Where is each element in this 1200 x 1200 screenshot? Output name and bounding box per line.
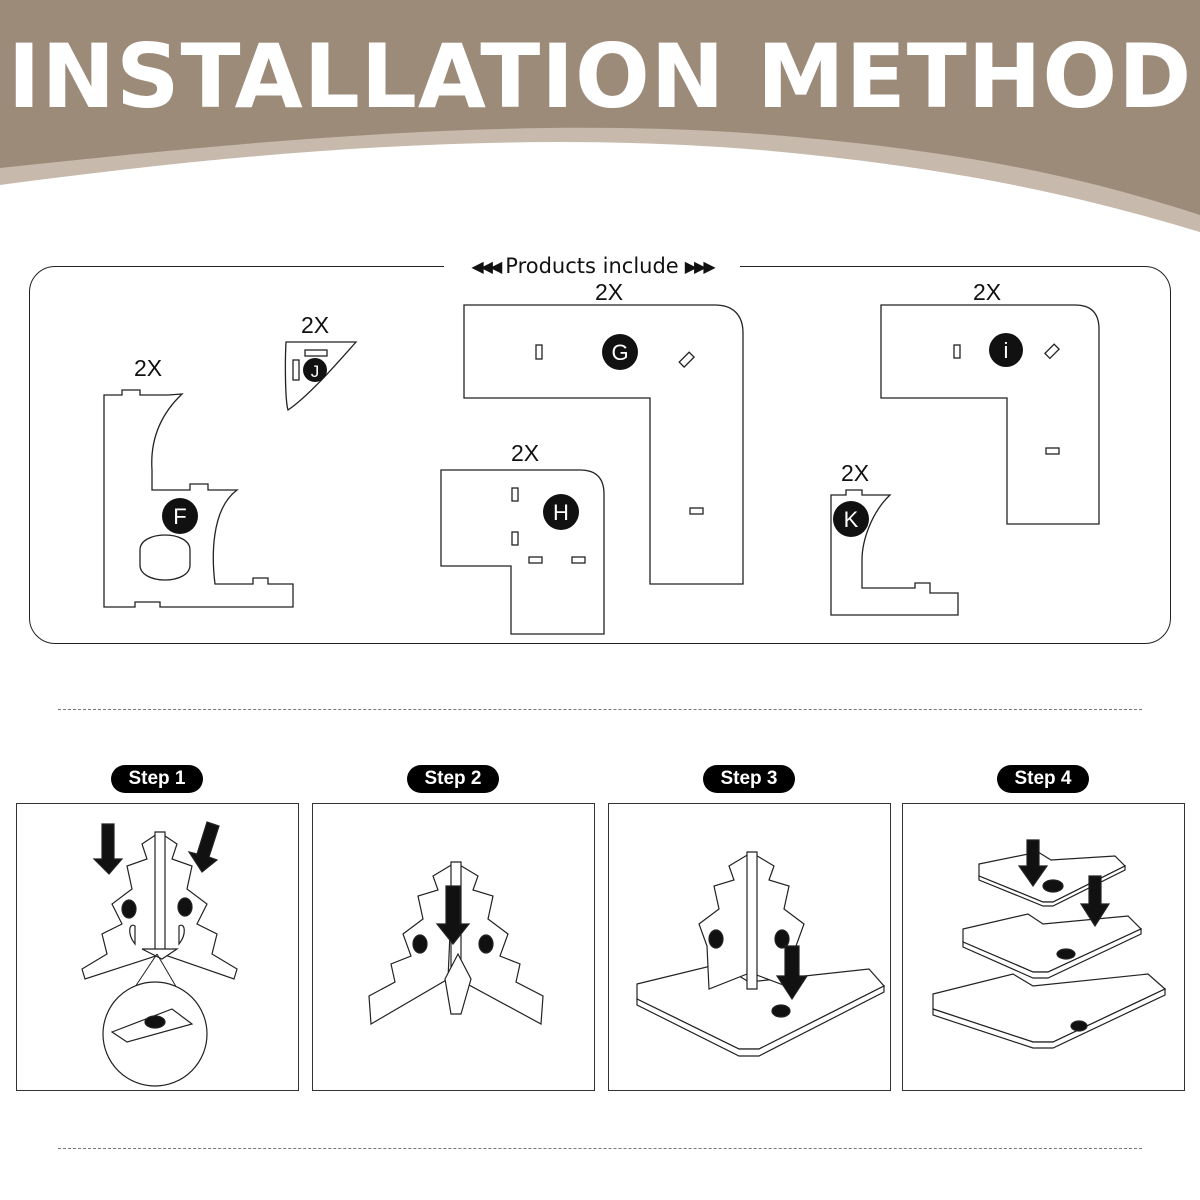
part-j-qty: 2X (301, 312, 330, 338)
part-f-letter: F (173, 504, 186, 529)
step-3-badge: Step 3 (703, 765, 795, 793)
step-3-illustration (608, 803, 891, 1091)
part-k-qty: 2X (841, 460, 870, 486)
part-g-letter: G (611, 340, 628, 365)
part-h-qty: 2X (511, 440, 540, 466)
part-i-shape (880, 304, 1100, 525)
triangle-right-icon: ▶▶▶ (684, 256, 716, 276)
dashed-divider-top (58, 709, 1142, 710)
part-g-shape (463, 304, 744, 585)
products-label-text: Products include (505, 254, 679, 278)
part-f-qty: 2X (134, 355, 163, 381)
step-4-illustration (902, 803, 1185, 1091)
part-f-cutout (139, 534, 191, 581)
part-i-letter: i (1004, 338, 1009, 363)
page-title: INSTALLATION METHOD (7, 25, 1193, 128)
step-1-badge: Step 1 (111, 765, 203, 793)
step-4-badge: Step 4 (997, 765, 1089, 793)
header-banner: INSTALLATION METHOD (0, 0, 1200, 240)
parts-drawing: F J G H i K (103, 304, 1100, 635)
step-1-illustration (16, 803, 299, 1091)
part-h-letter: H (553, 500, 569, 525)
dashed-divider-bottom (58, 1148, 1142, 1149)
header-band (0, 0, 1200, 232)
part-f-shape (103, 389, 294, 608)
step-2-illustration (312, 803, 595, 1091)
triangle-left-icon: ◀◀◀ (471, 256, 502, 276)
part-g-qty: 2X (595, 279, 624, 305)
part-h-shape (440, 469, 605, 635)
part-i-qty: 2X (973, 279, 1002, 305)
step-2-badge: Step 2 (407, 765, 499, 793)
part-j-letter: J (311, 362, 320, 381)
products-label: ◀◀◀ Products include ▶▶▶ (444, 252, 740, 280)
part-k-letter: K (844, 507, 859, 532)
